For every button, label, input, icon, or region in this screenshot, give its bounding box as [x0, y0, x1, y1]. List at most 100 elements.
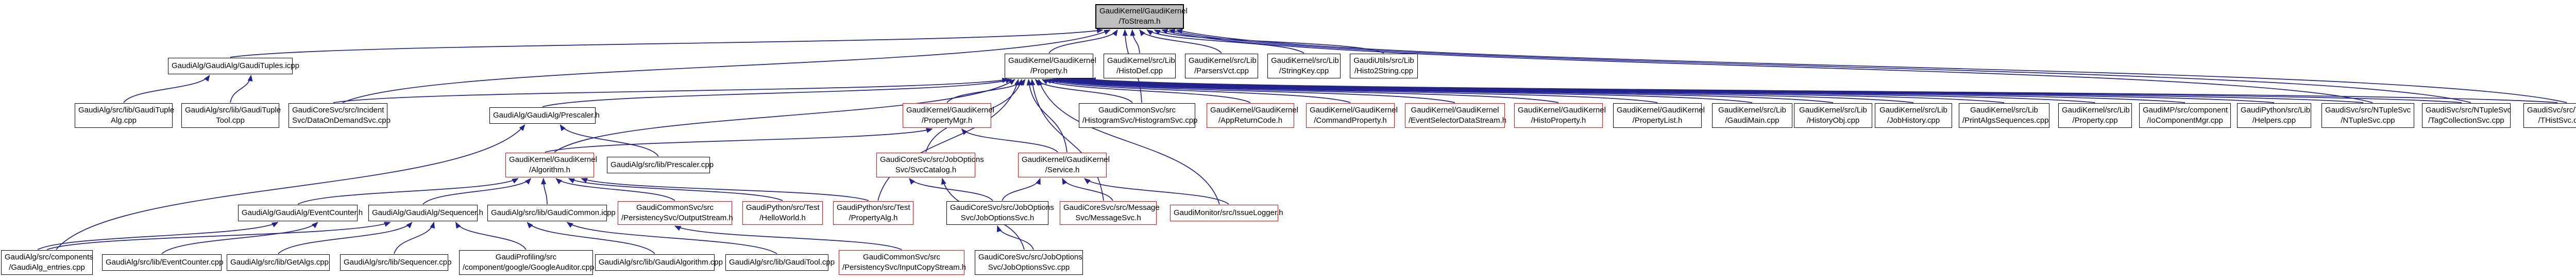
- node-historyobj[interactable]: GaudiKernel/src/Lib/HistoryObj.cpp: [1794, 103, 1872, 128]
- node-label: GaudiKernel/GaudiKernel: [1008, 56, 1096, 65]
- node-label: GaudiPython/src/Lib: [2241, 106, 2311, 115]
- edge-dataondemand-to-property_h: [333, 77, 1009, 103]
- node-label: /GaudiMain.cpp: [1725, 116, 1780, 125]
- edge-commandproperty-to-property_h: [1045, 78, 1351, 103]
- node-outputstream[interactable]: GaudiCommonSvc/src/PersistencySvc/Output…: [618, 201, 733, 225]
- node-label: GaudiKernel/GaudiKernel: [1310, 106, 1398, 115]
- node-label: GaudiMP/src/component: [2143, 106, 2228, 115]
- node-histodef[interactable]: GaudiKernel/src/Lib/HistoDef.cpp: [1104, 54, 1176, 78]
- node-gauditool[interactable]: GaudiAlg/src/lib/GaudiTool.cpp: [725, 254, 835, 271]
- node-tostream: GaudiKernel/GaudiKernel/ToStream.h: [1095, 4, 1188, 29]
- node-getalgs[interactable]: GaudiAlg/src/lib/GetAlgs.cpp: [227, 254, 330, 271]
- edge-eventcounter_h-to-algorithm: [297, 178, 519, 205]
- edge-joboptions_h-to-service: [1002, 177, 1041, 201]
- node-label: Tool.cpp: [216, 116, 245, 125]
- node-iocomponentmgr[interactable]: GaudiMP/src/component/IoComponentMgr.cpp: [2139, 103, 2231, 128]
- node-label: /Helpers.cpp: [2252, 116, 2296, 125]
- node-gaudituples_icpp[interactable]: GaudiAlg/GaudiAlg/GaudiTuples.icpp: [168, 58, 299, 74]
- node-prescaler_h[interactable]: GaudiAlg/GaudiAlg/Prescaler.h: [489, 107, 600, 124]
- node-ntuplesvc[interactable]: GaudiSvc/src/NTupleSvc/NTupleSvc.cpp: [2321, 103, 2414, 128]
- edge-histoproperty-to-property_h: [1052, 78, 1559, 103]
- node-issuelogger[interactable]: GaudiMonitor/src/IssueLogger.h: [1170, 205, 1283, 221]
- node-commandproperty[interactable]: GaudiKernel/GaudiKernel/CommandProperty.…: [1306, 103, 1398, 128]
- node-property_cpp[interactable]: GaudiKernel/src/Lib/Property.cpp: [2058, 103, 2132, 128]
- node-label: GaudiAlg/src/lib/GetAlgs.cpp: [230, 258, 329, 267]
- node-gaudialgorithm[interactable]: GaudiAlg/src/lib/GaudiAlgorithm.cpp: [595, 254, 723, 271]
- node-label: GaudiCommonSvc/src: [1098, 106, 1176, 115]
- node-googleauditor[interactable]: GaudiProfiling/src/component/google/Goog…: [459, 250, 594, 275]
- node-label: GaudiKernel/GaudiKernel: [509, 155, 597, 164]
- node-label: /Service.h: [1045, 166, 1080, 174]
- edge-thistsvc-to-property_h: [1089, 77, 2558, 103]
- edge-eventcounter_cpp-to-eventcounter_h: [161, 222, 318, 254]
- node-helloworld[interactable]: GaudiPython/src/Test/HelloWorld.h: [742, 201, 823, 225]
- edge-service-to-property_h: [1026, 78, 1067, 153]
- edge-joboptions_cpp-to-joboptions_h: [996, 225, 1034, 250]
- edge-issuelogger-to-service: [1084, 178, 1229, 205]
- node-histogramsvc[interactable]: GaudiCommonSvc/src/HistogramSvc/Histogra…: [1079, 103, 1197, 128]
- node-label: Svc/SvcCatalog.h: [895, 166, 957, 174]
- node-propertyalg[interactable]: GaudiPython/src/Test/PropertyAlg.h: [833, 201, 913, 225]
- node-printalgs[interactable]: GaudiKernel/src/Lib/PrintAlgsSequences.c…: [1959, 103, 2049, 128]
- node-histoproperty[interactable]: GaudiKernel/GaudiKernel/HistoProperty.h: [1514, 103, 1606, 128]
- edge-sequencer_h-to-algorithm: [422, 178, 531, 205]
- node-label: GaudiKernel/GaudiKernel: [1617, 106, 1705, 115]
- edge-messagesvc-to-service: [1062, 177, 1113, 201]
- node-inputcopystream[interactable]: GaudiCommonSvc/src/PersistencySvc/InputC…: [839, 250, 966, 275]
- node-gaudicommon[interactable]: GaudiAlg/src/lib/GaudiCommon.icpp: [487, 205, 616, 221]
- node-label: GaudiCommonSvc/src: [636, 203, 714, 212]
- edge-stringkey-to-tostream: [1146, 29, 1304, 54]
- node-jobhistory[interactable]: GaudiKernel/src/Lib/JobHistory.cpp: [1875, 103, 1952, 128]
- edge-inputcopystream-to-outputstream: [674, 225, 902, 250]
- node-eventcounter_cpp[interactable]: GaudiAlg/src/lib/EventCounter.cpp: [102, 254, 223, 271]
- node-sequencer_cpp[interactable]: GaudiAlg/src/lib/Sequencer.cpp: [340, 254, 451, 271]
- edge-prescaler_h-to-property_h: [542, 78, 1012, 107]
- node-thistsvc[interactable]: GaudiSvc/src/THistSvc/THistSvc.cpp: [2523, 103, 2576, 128]
- node-label: Svc/MessageSvc.h: [1075, 214, 1141, 222]
- node-label: GaudiAlg/src/lib/GaudiTuple: [78, 106, 175, 115]
- edge-gaudialgorithm-to-gaudicommon: [527, 222, 655, 254]
- node-label: Alg.cpp: [110, 116, 137, 125]
- node-stringkey[interactable]: GaudiKernel/src/Lib/StringKey.cpp: [1267, 54, 1341, 78]
- node-histo2string[interactable]: GaudiUtils/src/Lib/Histo2String.cpp: [1350, 54, 1418, 78]
- node-helpers[interactable]: GaudiPython/src/Lib/Helpers.cpp: [2237, 103, 2311, 128]
- edge-issuelogger-to-property_h: [1038, 78, 1220, 205]
- node-eventcounter_h[interactable]: GaudiAlg/GaudiAlg/EventCounter.h: [238, 205, 363, 221]
- node-label: GaudiSvc/src/THistSvc: [2527, 106, 2576, 115]
- node-label: GaudiKernel/src/Lib: [1718, 106, 1786, 115]
- node-eventselectords[interactable]: GaudiKernel/GaudiKernel/EventSelectorDat…: [1405, 103, 1506, 128]
- edge-service-to-propertymgr: [961, 128, 1058, 153]
- node-gaudimain[interactable]: GaudiKernel/src/Lib/GaudiMain.cpp: [1712, 103, 1792, 128]
- node-sequencer_h[interactable]: GaudiAlg/GaudiAlg/Sequencer.h: [368, 205, 483, 221]
- node-propertylist[interactable]: GaudiKernel/GaudiKernel/PropertyList.h: [1613, 103, 1705, 128]
- node-label: /NTupleSvc.cpp: [2341, 116, 2395, 125]
- edge-tuplealg-to-gaudituples_icpp: [123, 74, 210, 103]
- node-label: GaudiKernel/src/Lib: [1189, 56, 1257, 65]
- node-entries[interactable]: GaudiAlg/src/components/GaudiAlg_entries…: [1, 250, 93, 275]
- node-label: GaudiCoreSvc/src/Message: [1063, 203, 1160, 212]
- edge-tagcollection-to-tostream: [1168, 28, 2471, 103]
- node-prescaler_cpp[interactable]: GaudiAlg/src/lib/Prescaler.cpp: [607, 157, 714, 173]
- node-label: GaudiKernel/src/Lib: [1799, 106, 1867, 115]
- node-label: GaudiKernel/GaudiKernel: [1411, 106, 1499, 115]
- node-label: /HistoDef.cpp: [1116, 67, 1163, 75]
- edge-gaudituples_icpp-to-tostream: [230, 28, 1104, 58]
- node-propertymgr[interactable]: GaudiKernel/GaudiKernel/PropertyMgr.h: [903, 103, 994, 128]
- node-algorithm[interactable]: GaudiKernel/GaudiKernel/Algorithm.h: [505, 153, 597, 177]
- node-service[interactable]: GaudiKernel/GaudiKernel/Service.h: [1018, 153, 1110, 177]
- edge-histo2string-to-tostream: [1154, 29, 1384, 54]
- edge-outputstream-to-algorithm: [555, 178, 675, 201]
- node-parsersvct[interactable]: GaudiKernel/src/Lib/ParsersVct.cpp: [1185, 54, 1258, 78]
- node-tagcollection[interactable]: GaudiSvc/src/NTupleSvc/TagCollectionSvc.…: [2422, 103, 2511, 128]
- node-appreturncode[interactable]: GaudiKernel/GaudiKernel/AppReturnCode.h: [1207, 103, 1298, 128]
- node-property_h[interactable]: GaudiKernel/GaudiKernel/Property.h: [1005, 54, 1096, 78]
- node-label: GaudiKernel/src/Lib: [1879, 106, 1947, 115]
